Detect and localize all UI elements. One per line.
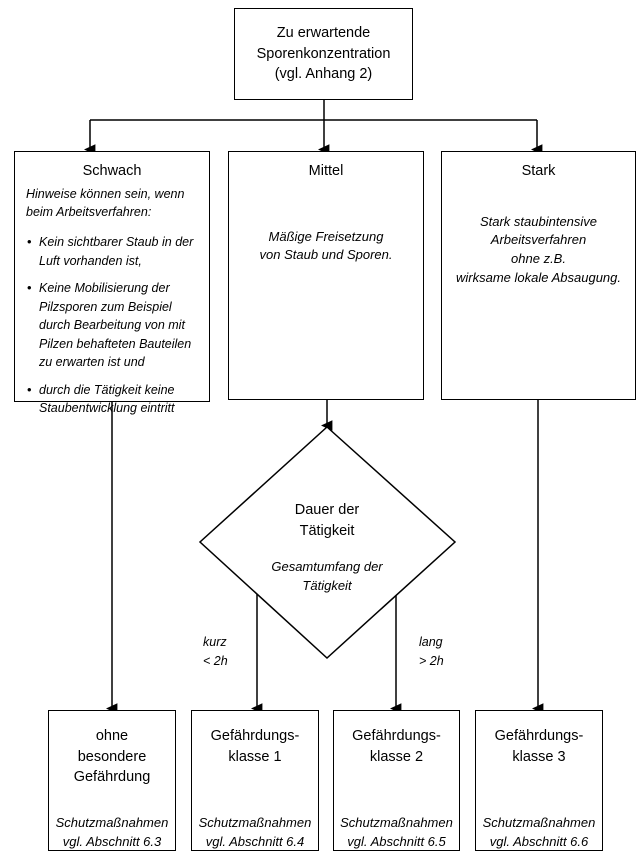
outcome2-measure-line2: vgl. Abschnitt 6.4: [205, 834, 305, 849]
branch-label-kurz: kurz < 2h: [203, 633, 228, 672]
root-title-line2: Sporenkonzentration: [256, 45, 391, 62]
mittel-heading: Mittel: [308, 163, 344, 179]
root-title-line1: Zu erwartende: [276, 25, 371, 42]
decision-title-line2: Tätigkeit: [299, 522, 355, 539]
outcome2-title-line1: Gefährdungs-: [210, 728, 300, 744]
list-item: Kein sichtbarer Staub in der Luft vorhan…: [26, 232, 198, 270]
root-title-line3: (vgl. Anhang 2): [274, 66, 373, 83]
schwach-intro-line1: Hinweise können sein, wenn: [26, 186, 185, 201]
outcome4-title-line2: klasse 3: [512, 748, 566, 765]
list-item: durch die Tätigkeit keine Staubentwicklu…: [26, 380, 198, 418]
outcome2-title-line2: klasse 1: [228, 748, 282, 765]
schwach-intro: Hinweise können sein, wenn beim Arbeitsv…: [26, 185, 198, 223]
branch-lang-value: > 2h: [419, 654, 444, 669]
outcome1-title-line1: ohne: [95, 728, 129, 744]
node-outcome-gefaehrdungsklasse-2[interactable]: Gefährdungs- klasse 2 Schutzmaßnahmen vg…: [333, 710, 460, 851]
decision-node-text[interactable]: Dauer der Tätigkeit Gesamtumfang der Tät…: [199, 500, 455, 596]
outcome1-measure-line2: vgl. Abschnitt 6.3: [62, 833, 162, 849]
outcome3-measure-line1: Schutzmaßnahmen: [340, 815, 453, 831]
outcome3-title-line2: klasse 2: [369, 748, 424, 765]
schwach-bullet-list: Kein sichtbarer Staub in der Luft vorhan…: [26, 232, 198, 418]
outcome4-measure-line2: vgl. Abschnitt 6.6: [489, 834, 589, 849]
outcome1-title-line2: besondere: [77, 748, 147, 765]
branch-lang-label: lang: [419, 635, 443, 649]
schwach-heading: Schwach: [82, 163, 142, 179]
branch-kurz-label: kurz: [203, 635, 227, 649]
node-outcome-gefaehrdungsklasse-1[interactable]: Gefährdungs- klasse 1 Schutzmaßnahmen vg…: [191, 710, 319, 851]
mittel-description: Mäßige Freisetzung von Staub und Sporen.: [259, 228, 393, 263]
stark-heading: Stark: [521, 163, 556, 179]
stark-description: Stark staubintensive Arbeitsverfahren oh…: [456, 213, 621, 286]
decision-title-line1: Dauer der: [294, 502, 360, 518]
outcome2-measure-line1: Schutzmaßnahmen: [198, 815, 312, 831]
branch-kurz-value: < 2h: [203, 654, 228, 669]
outcome1-measure-line1: Schutzmaßnahmen: [55, 814, 169, 830]
schwach-intro-line2: beim Arbeitsverfahren:: [26, 205, 152, 220]
outcome4-title-line1: Gefährdungs-: [494, 728, 584, 744]
decision-sub-line1: Gesamtumfang der: [271, 559, 383, 575]
decision-sub-line2: Tätigkeit: [302, 578, 352, 593]
node-outcome-gefaehrdungsklasse-3[interactable]: Gefährdungs- klasse 3 Schutzmaßnahmen vg…: [475, 710, 603, 851]
list-item: Keine Mobilisierung der Pilzsporen zum B…: [26, 278, 198, 372]
outcome3-title-line1: Gefährdungs-: [352, 728, 441, 744]
outcome1-title-line3: Gefährdung: [73, 769, 151, 786]
node-level-schwach[interactable]: Schwach Hinweise können sein, wenn beim …: [14, 151, 210, 415]
node-level-mittel[interactable]: Mittel Mäßige Freisetzung von Staub und …: [228, 151, 424, 400]
node-expected-spore-concentration[interactable]: Zu erwartende Sporenkonzentration (vgl. …: [234, 8, 413, 100]
node-level-stark[interactable]: Stark Stark staubintensive Arbeitsverfah…: [441, 151, 636, 400]
outcome4-measure-line1: Schutzmaßnahmen: [482, 815, 596, 831]
outcome3-measure-line2: vgl. Abschnitt 6.5: [347, 834, 446, 849]
node-outcome-ohne-besondere-gefaehrdung[interactable]: ohne besondere Gefährdung Schutzmaßnahme…: [48, 710, 176, 851]
branch-label-lang: lang > 2h: [419, 633, 444, 672]
